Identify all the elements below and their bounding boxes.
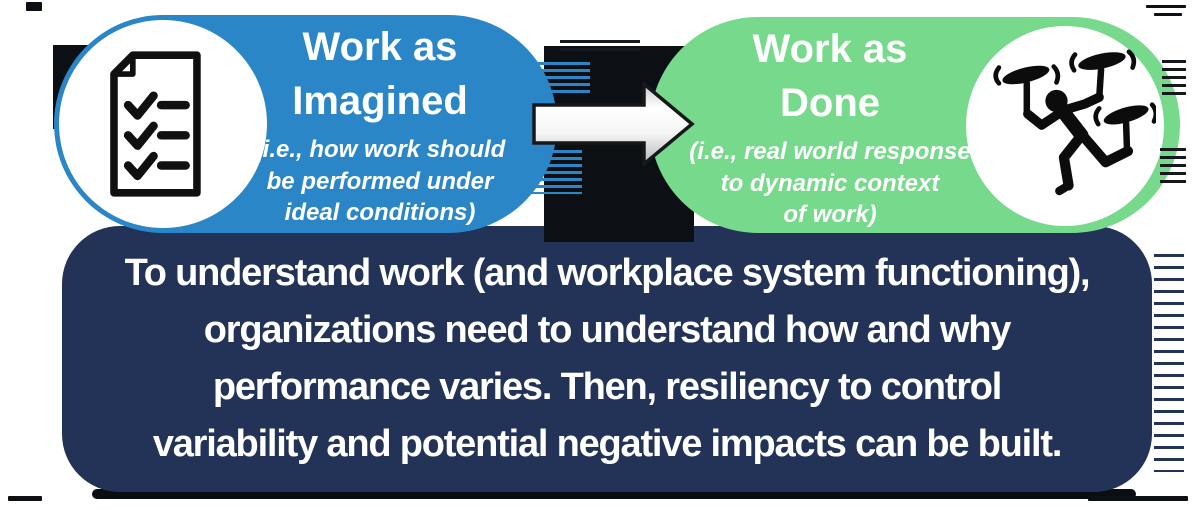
card-subtitle: (i.e., real world response to dynamic co…: [655, 136, 1005, 231]
edge-artifact: [8, 496, 42, 501]
edge-artifact: [1154, 13, 1182, 16]
glitch-stripes: [560, 40, 640, 52]
card-title-line: Work as: [302, 25, 458, 69]
glitch-stripes: [1162, 60, 1186, 96]
card-subtitle-line: ideal conditions): [284, 199, 476, 226]
card-subtitle: (i.e., how work should be performed unde…: [225, 134, 535, 229]
glitch-stripes: [1160, 148, 1186, 188]
explanation-line: organizations need to understand how and…: [203, 309, 1012, 351]
edge-artifact: [26, 2, 42, 11]
card-subtitle-line: of work): [783, 201, 877, 228]
card-title: Work as Imagined: [225, 20, 535, 128]
explanation-line: performance varies. Then, resiliency to …: [212, 366, 1003, 408]
card-subtitle-line: be performed under: [266, 167, 494, 195]
card-subtitle-line: (i.e., real world response: [689, 138, 971, 165]
glitch-stripes: [1154, 254, 1184, 472]
explanation-line: To understand work (and workplace system…: [124, 252, 1091, 294]
checklist-document-icon: [110, 51, 201, 197]
card-title-line: Imagined: [292, 79, 468, 123]
edge-artifact: [1146, 5, 1186, 8]
work-as-done-text: Work as Done (i.e., real world response …: [655, 22, 1005, 231]
plate-spinner-icon-circle: [966, 26, 1164, 226]
work-as-imagined-text: Work as Imagined (i.e., how work should …: [225, 20, 535, 229]
right-arrow-icon: [532, 80, 695, 168]
checklist-icon-circle: [59, 20, 267, 228]
edge-artifact: [1088, 496, 1188, 501]
card-subtitle-line: (i.e., how work should: [254, 136, 506, 163]
card-title-line: Done: [780, 81, 880, 125]
plate-spinner-icon: [993, 49, 1156, 196]
card-title: Work as Done: [655, 22, 1005, 130]
work-as-imagined-card: Work as Imagined (i.e., how work should …: [54, 15, 557, 233]
card-title-line: Work as: [752, 27, 908, 71]
work-as-done-card: Work as Done (i.e., real world response …: [650, 17, 1180, 233]
explanation-panel: To understand work (and workplace system…: [62, 226, 1152, 492]
explanation-line: variability and potential negative impac…: [152, 423, 1063, 465]
panel-drop-shadow: [92, 489, 1136, 499]
glitch-stripes: [534, 62, 590, 94]
glitch-stripes: [530, 150, 582, 194]
card-subtitle-line: to dynamic context: [720, 169, 940, 197]
